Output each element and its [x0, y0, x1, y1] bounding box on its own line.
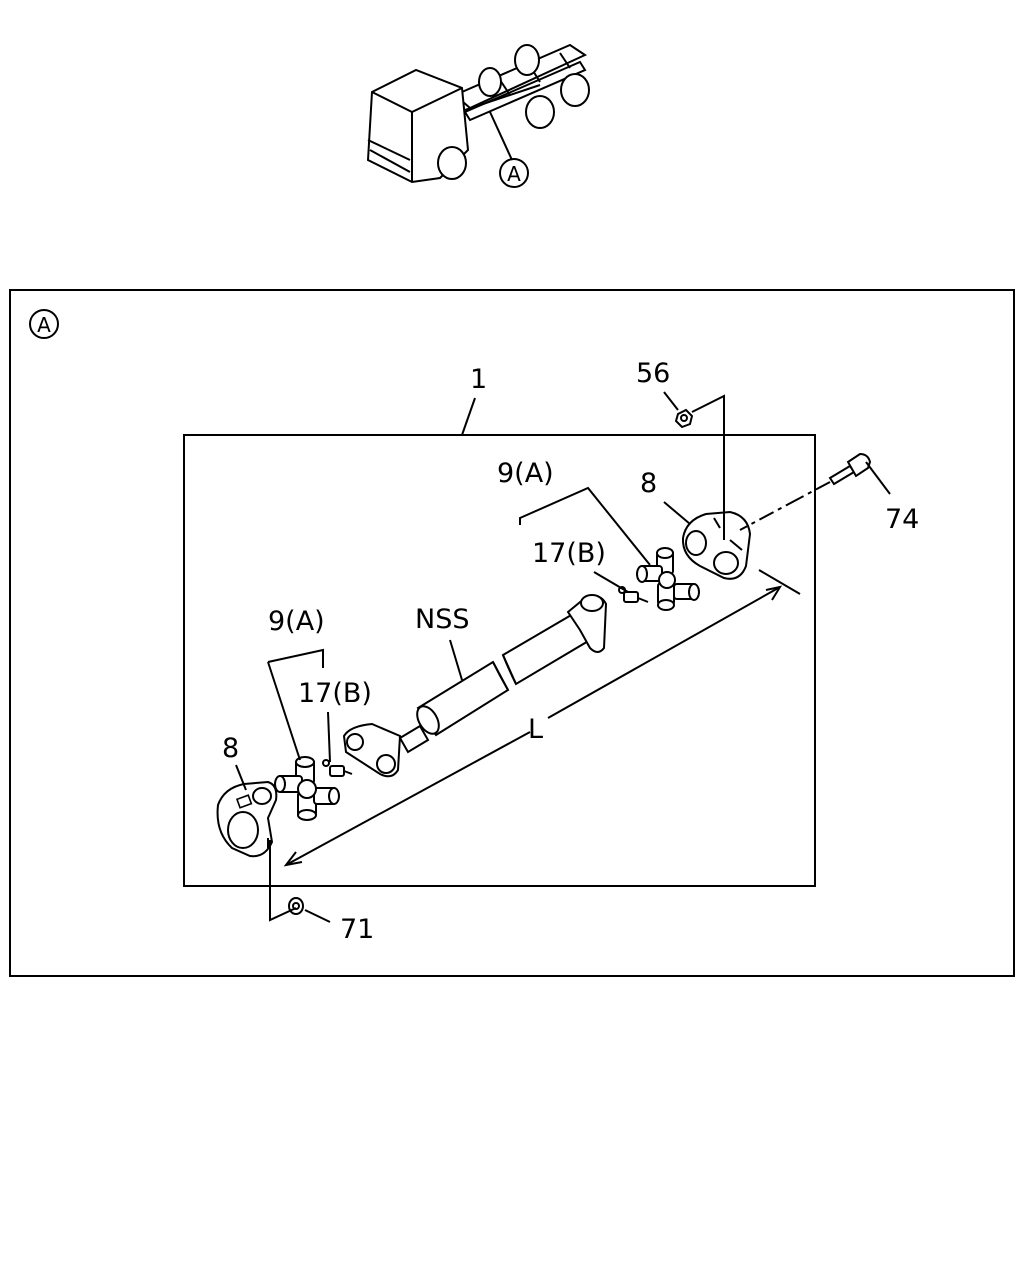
washer-callout: 71	[340, 914, 374, 945]
left-yoke-flange	[216, 780, 278, 858]
right-joint-callout: 9(A)	[497, 458, 554, 489]
right-yoke-callout: 8	[640, 468, 657, 499]
right-fitting-callout: 17(B)	[532, 538, 606, 569]
nut-callout: 56	[636, 358, 670, 389]
truck-overview-illustration: A	[366, 43, 590, 188]
shaft-callout: NSS	[415, 604, 469, 635]
left-grease-fitting	[322, 759, 353, 777]
left-yoke-callout: 8	[222, 733, 239, 764]
bolt	[828, 452, 872, 486]
nut	[674, 408, 694, 429]
washer	[288, 897, 304, 915]
detail-reference-label: A	[37, 313, 51, 337]
right-universal-joint	[636, 547, 700, 611]
shaft-tube	[342, 594, 608, 778]
length-dimension	[267, 569, 801, 867]
detail-frame	[9, 289, 1015, 977]
overview-reference-label: A	[507, 162, 521, 186]
length-callout: L	[528, 714, 543, 745]
assembly-box	[183, 434, 816, 887]
assembly-callout: 1	[470, 364, 487, 395]
left-fitting-callout: 17(B)	[298, 678, 372, 709]
right-yoke-flange	[681, 510, 752, 580]
left-joint-callout: 9(A)	[268, 606, 325, 637]
left-universal-joint	[274, 756, 340, 821]
bolt-callout: 74	[885, 504, 919, 535]
